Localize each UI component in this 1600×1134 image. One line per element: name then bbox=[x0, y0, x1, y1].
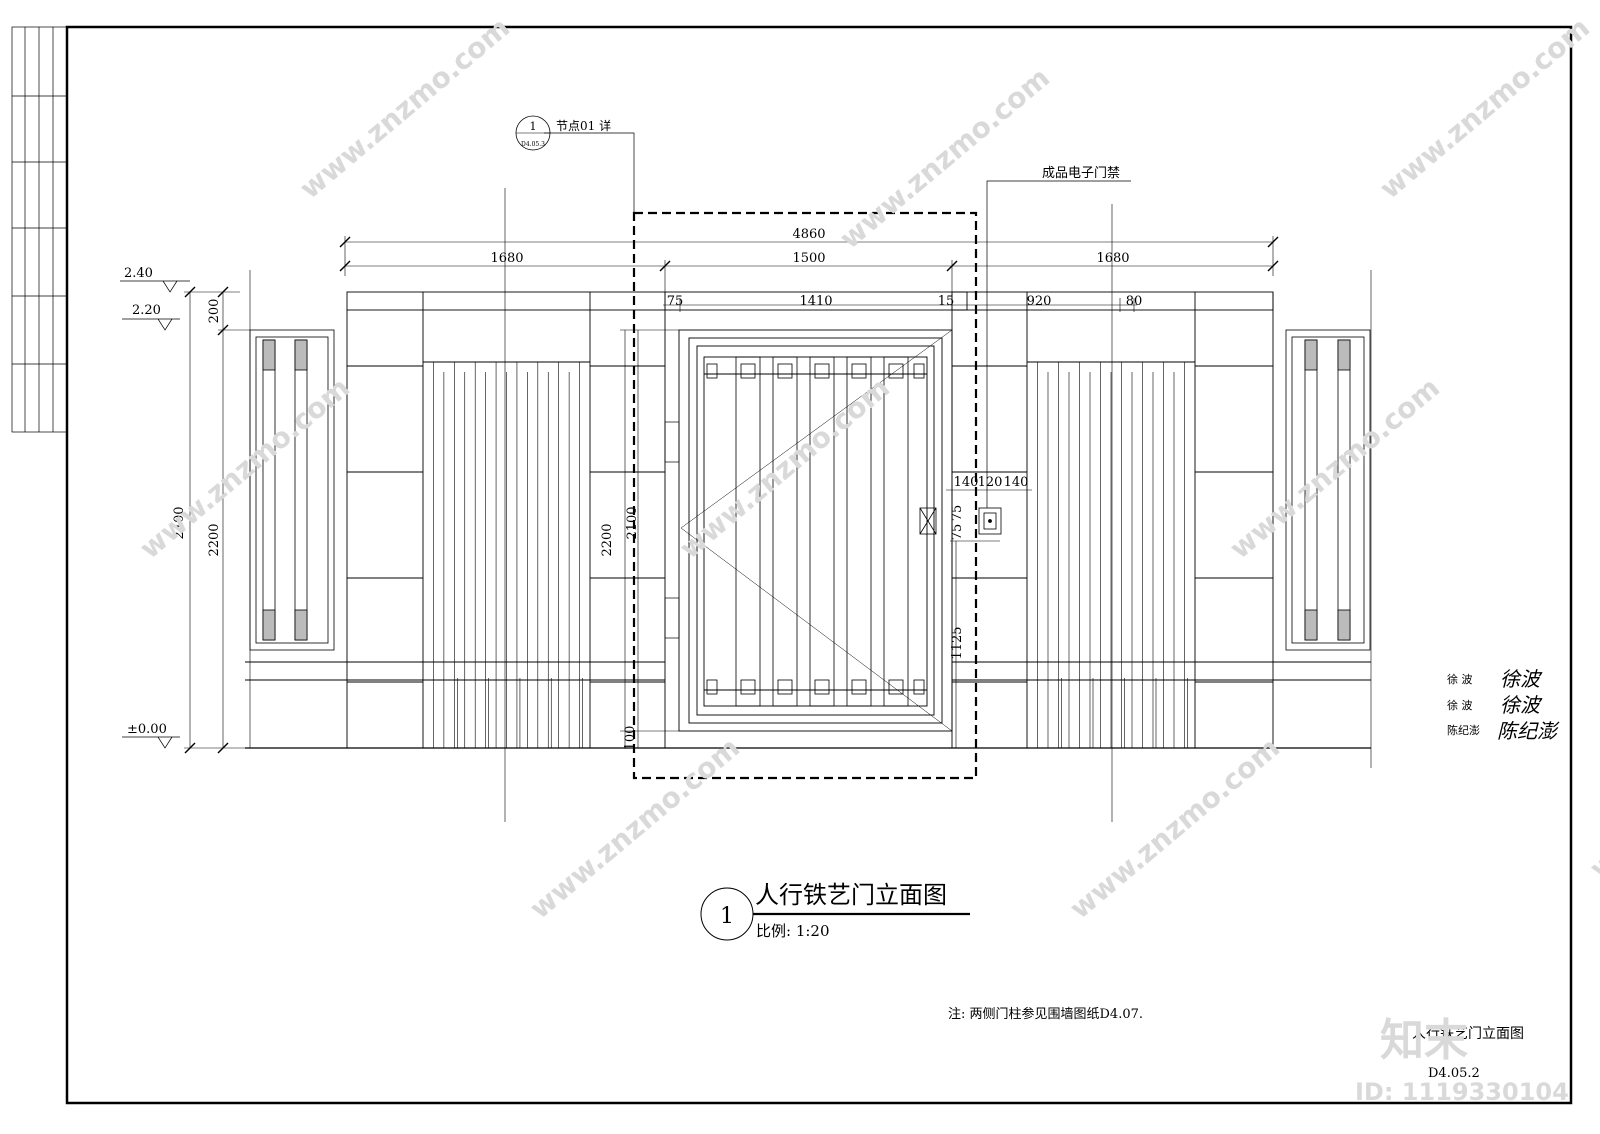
dim-h-2200-left: 2200 bbox=[207, 523, 222, 556]
drawing-scale: 比例: 1:20 bbox=[756, 922, 830, 940]
signer-name-2: 徐 波 bbox=[1447, 698, 1473, 712]
drawing-title: 人行铁艺门立面图 bbox=[755, 881, 947, 909]
dim-right-920: 920 bbox=[1027, 294, 1052, 309]
dim-h-75b: 75 bbox=[950, 524, 965, 541]
watermark-site: www.znzmo.com bbox=[293, 11, 516, 205]
dim-w-140a: 140 bbox=[954, 475, 979, 490]
svg-text:www.znzmo.com: www.znzmo.com bbox=[673, 371, 896, 565]
annotations: 1 D4.05.3 节点01 详 成品电子门禁 1 人行铁艺门立面图 比例: 1… bbox=[521, 118, 1560, 1081]
drawing-border bbox=[65, 25, 1573, 1105]
watermark-logo: 知末 bbox=[1380, 1015, 1468, 1066]
svg-text:www.znzmo.com: www.znzmo.com bbox=[833, 61, 1056, 255]
gate-bar-knuckle bbox=[740, 679, 756, 695]
dim-h-2100: 2100 bbox=[625, 506, 640, 539]
level-zero-label: ±0.00 bbox=[127, 722, 167, 737]
gate-bar-knuckle bbox=[851, 363, 867, 379]
gate-bar bbox=[883, 356, 909, 707]
gate-bar-knuckle bbox=[777, 679, 793, 695]
sheet-code: D4.05.2 bbox=[1428, 1066, 1480, 1081]
pillar-wall-left bbox=[245, 291, 968, 748]
signer-name-3: 陈纪澎 bbox=[1447, 723, 1480, 737]
callout-leader-detail bbox=[544, 132, 635, 213]
gate-post-cap bbox=[913, 679, 925, 695]
level-top-label: 2.40 bbox=[124, 266, 153, 281]
svg-text:www.znzmo.com: www.znzmo.com bbox=[1223, 371, 1446, 565]
dim-right-80: 80 bbox=[1126, 294, 1143, 309]
dim-top-left: 1680 bbox=[490, 251, 523, 266]
gate-bar-knuckle bbox=[777, 363, 793, 379]
dim-gap-right: 15 bbox=[938, 294, 955, 309]
dim-h-2200-gate: 2200 bbox=[600, 523, 615, 556]
gate-bar bbox=[846, 356, 872, 707]
watermark: www.znzmo.com www.znzmo.com www.znzmo.co… bbox=[133, 11, 1600, 1106]
dimension-labels: 4860 1680 1500 1680 75 1410 15 920 80 2.… bbox=[124, 227, 1142, 750]
gate-post-cap bbox=[706, 679, 718, 695]
level-mid-label: 2.20 bbox=[132, 303, 161, 318]
svg-text:www.znzmo.com: www.znzmo.com bbox=[1063, 731, 1286, 925]
signature-3: 陈纪澎 bbox=[1497, 719, 1560, 743]
gate-post-cap bbox=[706, 363, 718, 379]
dim-h-1125: 1125 bbox=[950, 626, 965, 659]
gate-bar-knuckle bbox=[814, 363, 830, 379]
signature-2: 徐波 bbox=[1500, 693, 1543, 717]
dim-top-mid: 1500 bbox=[792, 251, 825, 266]
access-control-device bbox=[919, 507, 1002, 535]
gate-post-cap bbox=[913, 363, 925, 379]
dim-gap-left: 75 bbox=[667, 294, 684, 309]
gate-bar-knuckle bbox=[740, 363, 756, 379]
svg-text:www.znzmo.com: www.znzmo.com bbox=[1583, 691, 1600, 885]
gate-bar bbox=[772, 356, 798, 707]
pillar-wall-right bbox=[951, 291, 1371, 748]
watermark-id: ID: 1119330104 bbox=[1355, 1078, 1569, 1106]
drawing-number: 1 bbox=[720, 904, 734, 929]
dim-h-100: 100 bbox=[623, 726, 638, 751]
detail-boundary bbox=[632, 211, 978, 780]
dim-gate-width: 1410 bbox=[799, 294, 832, 309]
dim-w-140b: 140 bbox=[1004, 475, 1029, 490]
gate-hinges bbox=[664, 421, 680, 639]
dimension-lines bbox=[184, 236, 1372, 768]
level-markers bbox=[120, 280, 190, 749]
callout-leader-access bbox=[986, 180, 1131, 508]
dim-h-200: 200 bbox=[207, 299, 222, 324]
detail-callout-label: 节点01 详 bbox=[556, 118, 611, 133]
dim-h-75a: 75 bbox=[950, 505, 965, 522]
gate-bar-knuckle bbox=[888, 363, 904, 379]
gate-bar-knuckle bbox=[851, 679, 867, 695]
gate-bar-group bbox=[706, 356, 925, 707]
svg-text:www.znzmo.com: www.znzmo.com bbox=[133, 371, 356, 565]
gate-bar-knuckle bbox=[814, 679, 830, 695]
slat-group-left bbox=[433, 362, 583, 748]
detail-callout-ref: D4.05.3 bbox=[521, 141, 545, 148]
gate-bar-knuckle bbox=[888, 679, 904, 695]
sheet-name: 人行铁艺门立面图 bbox=[1412, 1026, 1524, 1042]
dim-top-right: 1680 bbox=[1096, 251, 1129, 266]
signature-1: 徐波 bbox=[1500, 667, 1543, 691]
gate-bar bbox=[809, 356, 835, 707]
dim-h-2400: 2400 bbox=[172, 506, 187, 539]
dim-w-120: 120 bbox=[978, 475, 1003, 490]
dim-top-total: 4860 bbox=[792, 227, 825, 242]
signer-name-1: 徐 波 bbox=[1447, 672, 1473, 686]
revision-strip bbox=[11, 26, 68, 433]
detail-callout-number: 1 bbox=[530, 120, 537, 133]
fence-panel-right bbox=[1273, 329, 1371, 681]
gate-bar bbox=[735, 356, 761, 707]
drawing-note: 注: 两侧门柱参见围墙图纸D4.07. bbox=[948, 1006, 1143, 1022]
slat-group-right bbox=[1037, 362, 1188, 748]
svg-text:www.znzmo.com: www.znzmo.com bbox=[1373, 11, 1596, 205]
access-control-label: 成品电子门禁 bbox=[1042, 166, 1120, 181]
